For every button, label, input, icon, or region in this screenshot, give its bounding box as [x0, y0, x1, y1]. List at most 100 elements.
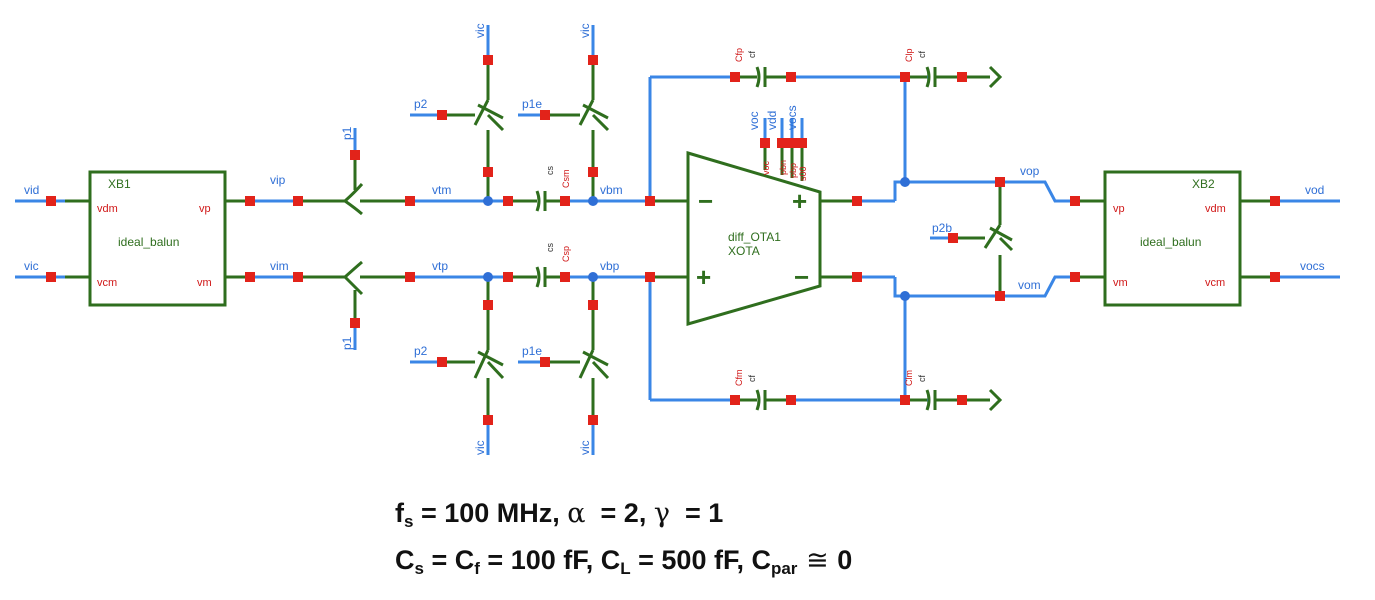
- cap-label-csm-name: Csm: [561, 170, 571, 189]
- net-label-vocs: vocs: [1300, 259, 1325, 273]
- ota-sign-in-plus: +: [696, 262, 711, 292]
- fs-value: = 100 MHz,: [413, 498, 568, 528]
- net-label-vdd: vdd: [765, 111, 779, 130]
- cap-label-clp-value: cf: [917, 51, 927, 59]
- balun1-type: ideal_balun: [118, 235, 179, 249]
- phase-label-p1e-bot: p1e: [522, 344, 542, 358]
- net-labels: vid vic vip vim vtm vtp vbm vbp vop vom …: [24, 23, 1325, 455]
- ota-labels: diff_OTA1 XOTA − + + − voc pbn pbp s00: [696, 160, 809, 292]
- approx-symbol: ≅: [797, 545, 838, 576]
- phase-label-p1e-top: p1e: [522, 97, 542, 111]
- cl-symbol: C: [600, 545, 621, 575]
- cap-csm: [508, 190, 565, 212]
- phase-labels: p1 p1 p2 p1e p2 p1e p2b: [340, 97, 952, 358]
- cap-label-csp-name: Csp: [561, 246, 571, 262]
- fs-subscript: s: [404, 512, 414, 531]
- net-label-vtp: vtp: [432, 259, 448, 273]
- balun2-pin-vm: vm: [1113, 277, 1128, 289]
- cap-labels: Csm cs Csp cs Cfp cf Clp cf Cfm cf Clm c…: [545, 48, 927, 386]
- cl-subscript: L: [620, 559, 631, 578]
- cap-label-cfp-value: cf: [747, 51, 757, 59]
- cap-label-csp-value: cs: [545, 243, 555, 253]
- gamma-symbol: γ: [653, 498, 670, 529]
- switch-p1-top: [298, 155, 410, 216]
- cs-symbol: C: [395, 545, 415, 575]
- alpha-value: = 2,: [585, 498, 654, 528]
- net-label-vic-sw1: vic: [473, 23, 487, 38]
- balun1-pin-vcm: vcm: [97, 277, 117, 289]
- net-label-vim: vim: [270, 259, 289, 273]
- switch-p1e-top: [545, 60, 610, 201]
- ground-arrow-bottom: [988, 388, 1003, 412]
- phase-label-p1-top: p1: [340, 126, 354, 140]
- switch-p2-top: [442, 60, 505, 201]
- junctions: [483, 177, 910, 301]
- balun-labels: XB1 ideal_balun vdm vcm vp vm XB2 ideal_…: [97, 177, 1226, 289]
- cl-value: = 500 fF,: [630, 545, 752, 575]
- balun1-pin-vp: vp: [199, 203, 211, 215]
- ota-pin-s00: s00: [798, 166, 808, 181]
- net-label-voc: voc: [747, 111, 761, 130]
- balun2-pin-vcm: vcm: [1205, 277, 1225, 289]
- cap-label-cfm-name: Cfm: [734, 370, 744, 387]
- cpar-symbol: C: [751, 545, 771, 575]
- phase-label-p2b: p2b: [932, 221, 952, 235]
- net-label-vtm: vtm: [432, 183, 451, 197]
- pin-markers: [46, 55, 1280, 425]
- net-label-vom: vom: [1018, 278, 1041, 292]
- cs-subscript: s: [414, 559, 424, 578]
- switch-p2b: [953, 182, 1014, 296]
- cap-clm: [905, 388, 1003, 412]
- cs-equals: =: [423, 545, 455, 575]
- switch-p2-bot: [442, 277, 505, 420]
- net-label-vic-sw3: vic: [473, 440, 487, 455]
- net-label-vocs-ota: vocs: [785, 105, 799, 130]
- phase-label-p2-bot: p2: [414, 344, 428, 358]
- alpha-symbol: α: [567, 498, 586, 529]
- cap-label-clp-name: Clp: [904, 48, 914, 62]
- ota-pin-voc: voc: [761, 160, 771, 175]
- net-label-vic-sw4: vic: [578, 440, 592, 455]
- net-label-vic-sw2: vic: [578, 23, 592, 38]
- balun-xb2: [1103, 170, 1242, 307]
- balun2-pin-vdm: vdm: [1205, 203, 1226, 215]
- cap-label-clm-value: cf: [917, 375, 927, 383]
- ota-amplifier: [686, 150, 822, 326]
- cap-cfp: [735, 66, 791, 88]
- cpar-subscript: par: [770, 559, 798, 578]
- cap-label-clm-name: Clm: [904, 370, 914, 386]
- net-label-vop: vop: [1020, 164, 1040, 178]
- cpar-value: 0: [837, 545, 853, 575]
- cf-subscript: f: [474, 559, 480, 578]
- balun2-type: ideal_balun: [1140, 235, 1201, 249]
- cf-value: = 100 fF,: [479, 545, 601, 575]
- balun1-pin-vm: vm: [197, 277, 212, 289]
- net-label-vbm: vbm: [600, 183, 623, 197]
- net-label-vip: vip: [270, 173, 286, 187]
- net-label-vbp: vbp: [600, 259, 620, 273]
- net-label-vid: vid: [24, 183, 39, 197]
- ground-arrow-top: [988, 65, 1003, 89]
- ota-sign-in-minus: −: [698, 186, 713, 216]
- balun-xb1: [88, 170, 227, 307]
- ota-name: XOTA: [728, 244, 760, 258]
- switch-p1e-bot: [545, 277, 610, 420]
- equation-line-2: Cs = Cf = 100 fF, CL = 500 fF, Cpar ≅ 0: [395, 545, 852, 579]
- cap-cfm: [735, 389, 791, 411]
- net-label-vic-in: vic: [24, 259, 39, 273]
- ota-sign-out-plus: +: [792, 186, 807, 216]
- net-label-vod: vod: [1305, 183, 1324, 197]
- balun2-name: XB2: [1192, 177, 1215, 191]
- devices: [65, 60, 1275, 420]
- ota-pin-pbp: pbp: [788, 163, 798, 178]
- cap-csp: [508, 266, 565, 288]
- equation-line-1: fs = 100 MHz, α = 2, γ = 1: [395, 498, 723, 532]
- ota-model: diff_OTA1: [728, 230, 781, 244]
- cap-clp: [905, 65, 1003, 89]
- cap-label-cfp-name: Cfp: [734, 48, 744, 62]
- switch-p1-bot: [298, 260, 410, 322]
- cap-label-csm-value: cs: [545, 166, 555, 176]
- phase-label-p2-top: p2: [414, 97, 428, 111]
- gamma-value: = 1: [669, 498, 724, 528]
- ota-pin-pbn: pbn: [778, 160, 788, 175]
